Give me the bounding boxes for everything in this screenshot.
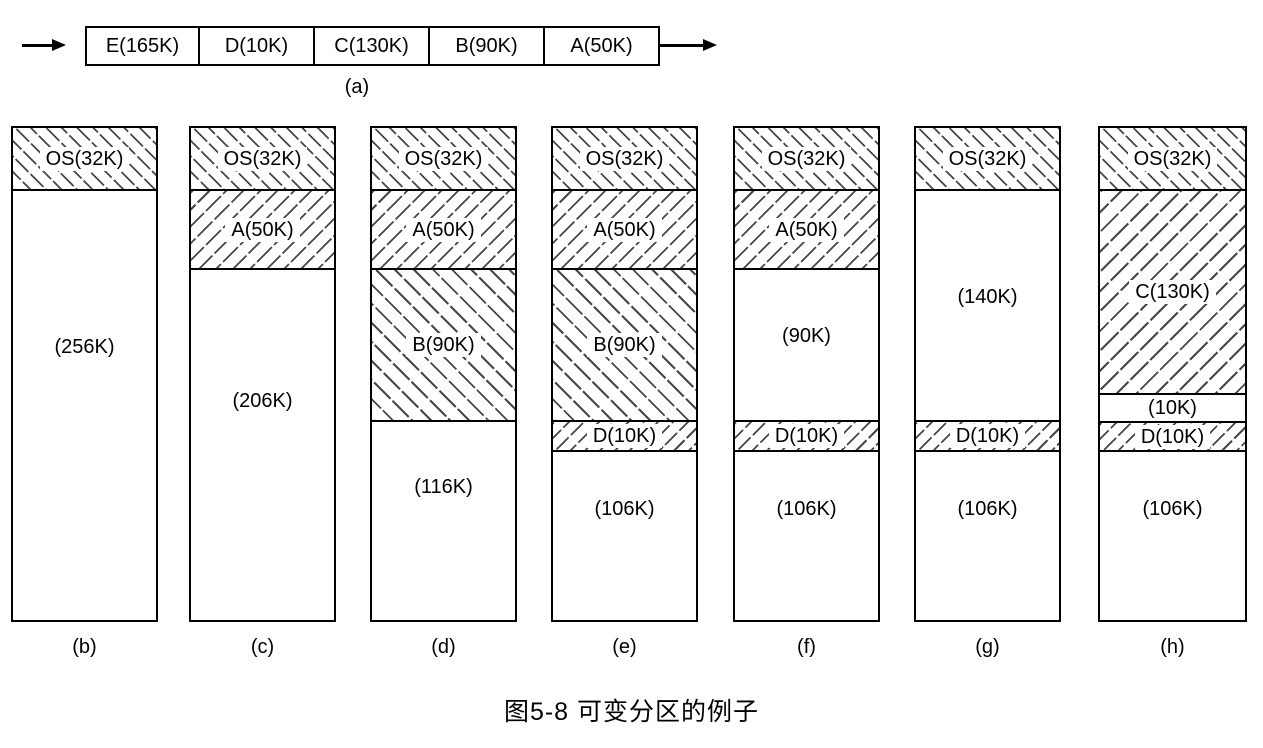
segment-label: A(50K) [406, 217, 481, 242]
column-label-d: (d) [431, 636, 456, 658]
segment-label: (106K) [951, 497, 1024, 521]
queue-job-e: E(165K) [85, 26, 200, 66]
queue-in-arrow-head-icon [52, 39, 66, 51]
column-label-h: (h) [1160, 636, 1185, 658]
segment-process-d: D(10K) [733, 422, 880, 452]
segment-label: B(90K) [587, 333, 662, 357]
segment-free: (106K) [733, 452, 880, 622]
segment-process-d: D(10K) [1098, 423, 1247, 452]
segment-label: A(50K) [769, 217, 844, 242]
segment-label: OS(32K) [217, 146, 308, 171]
segment-os: OS(32K) [733, 126, 880, 191]
segment-label: OS(32K) [579, 146, 670, 171]
segment-process-d: D(10K) [914, 422, 1061, 452]
segment-label: (206K) [226, 389, 299, 413]
segment-label: B(90K) [406, 333, 481, 357]
segment-label: OS(32K) [1127, 146, 1218, 171]
segment-process-c: C(130K) [1098, 191, 1247, 395]
queue-job-c: C(130K) [315, 26, 430, 66]
segment-os: OS(32K) [914, 126, 1061, 191]
segment-process-a: A(50K) [733, 191, 880, 270]
segment-process-b: B(90K) [551, 270, 698, 422]
segment-process-d: D(10K) [551, 422, 698, 452]
segment-label: (90K) [776, 324, 837, 348]
segment-os: OS(32K) [189, 126, 336, 191]
segment-label: A(50K) [587, 217, 662, 242]
segment-label: OS(32K) [942, 146, 1033, 171]
segment-label: (116K) [408, 475, 479, 499]
segment-process-b: B(90K) [370, 270, 517, 422]
segment-label: A(50K) [225, 217, 300, 242]
segment-label: D(10K) [1134, 424, 1211, 449]
queue-out-arrow-line [660, 44, 703, 47]
queue-label: (a) [344, 76, 370, 98]
queue-job-d: D(10K) [200, 26, 315, 66]
segment-label: D(10K) [586, 424, 663, 448]
memory-column-d: OS(32K) A(50K) B(90K) (116K) [370, 126, 517, 622]
segment-free: (106K) [1098, 452, 1247, 622]
segment-process-a: A(50K) [189, 191, 336, 270]
column-label-g: (g) [975, 636, 1000, 658]
segment-free: (116K) [370, 422, 517, 622]
segment-label: (10K) [1142, 396, 1203, 420]
segment-process-a: A(50K) [370, 191, 517, 270]
column-label-b: (b) [72, 636, 97, 658]
segment-free: (106K) [551, 452, 698, 622]
memory-column-c: OS(32K) A(50K) (206K) [189, 126, 336, 622]
segment-os: OS(32K) [11, 126, 158, 191]
memory-column-g: OS(32K) (140K) D(10K) (106K) [914, 126, 1061, 622]
segment-free: (206K) [189, 270, 336, 622]
segment-os: OS(32K) [551, 126, 698, 191]
segment-label: (106K) [1136, 497, 1209, 521]
segment-label: (106K) [770, 497, 843, 521]
segment-label: OS(32K) [761, 146, 852, 171]
segment-label: (140K) [951, 284, 1024, 309]
queue-in-arrow-line [22, 44, 54, 47]
memory-column-f: OS(32K) A(50K) (90K) D(10K) (106K) [733, 126, 880, 622]
segment-free: (90K) [733, 270, 880, 422]
segment-label: (256K) [48, 334, 121, 359]
job-queue: E(165K) D(10K) C(130K) B(90K) A(50K) [85, 26, 660, 66]
column-label-c: (c) [250, 636, 275, 658]
segment-free: (106K) [914, 452, 1061, 622]
queue-job-b: B(90K) [430, 26, 545, 66]
figure-caption: 图5-8 可变分区的例子 [503, 698, 760, 726]
segment-free: (256K) [11, 191, 158, 622]
segment-process-a: A(50K) [551, 191, 698, 270]
segment-label: C(130K) [1129, 280, 1216, 304]
segment-free: (140K) [914, 191, 1061, 422]
column-label-f: (f) [797, 636, 816, 658]
segment-label: D(10K) [768, 424, 845, 448]
memory-column-b: OS(32K) (256K) [11, 126, 158, 622]
segment-label: (106K) [588, 497, 661, 521]
queue-job-a: A(50K) [545, 26, 660, 66]
segment-label: OS(32K) [39, 146, 130, 171]
memory-column-e: OS(32K) A(50K) B(90K) D(10K) (106K) [551, 126, 698, 622]
segment-free: (10K) [1098, 395, 1247, 423]
segment-label: OS(32K) [398, 146, 489, 171]
queue-out-arrow-head-icon [703, 39, 717, 51]
segment-label: D(10K) [949, 424, 1026, 448]
column-label-e: (e) [612, 636, 637, 658]
segment-os: OS(32K) [370, 126, 517, 191]
memory-column-h: OS(32K) C(130K) (10K) D(10K) (106K) [1098, 126, 1247, 622]
segment-os: OS(32K) [1098, 126, 1247, 191]
